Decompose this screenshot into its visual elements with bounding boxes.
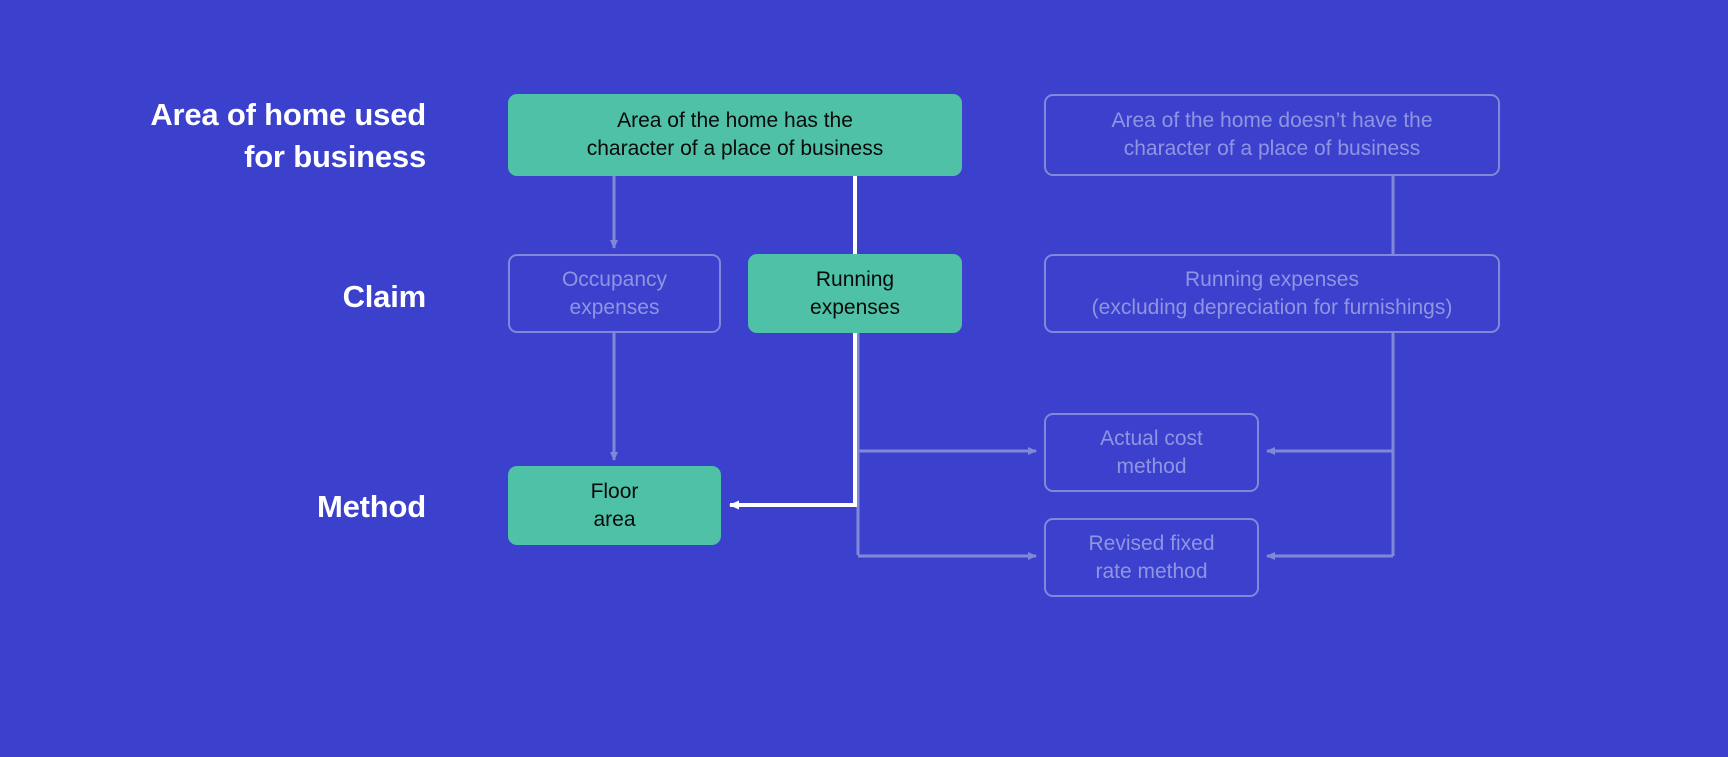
- edge-running-to-floor-area: [729, 333, 857, 510]
- node-actual-cost-method[interactable]: Actual cost method: [1044, 413, 1259, 492]
- node-floor-area[interactable]: Floor area: [508, 466, 721, 545]
- node-occupancy-expenses[interactable]: Occupancy expenses: [508, 254, 721, 333]
- row-label-method: Method: [317, 489, 426, 524]
- node-running-expenses-excluding[interactable]: Running expenses (excluding depreciation…: [1044, 254, 1500, 333]
- node-revised-fixed-rate-method[interactable]: Revised fixed rate method: [1044, 518, 1259, 597]
- node-running-expenses[interactable]: Running expenses: [748, 254, 962, 333]
- row-label-claim: Claim: [342, 279, 427, 314]
- node-home-no-character[interactable]: Area of the home doesn’t have the charac…: [1044, 94, 1500, 176]
- node-home-has-character[interactable]: Area of the home has the character of a …: [508, 94, 962, 176]
- row-label-area-of-home: Area of home used for business: [150, 97, 426, 174]
